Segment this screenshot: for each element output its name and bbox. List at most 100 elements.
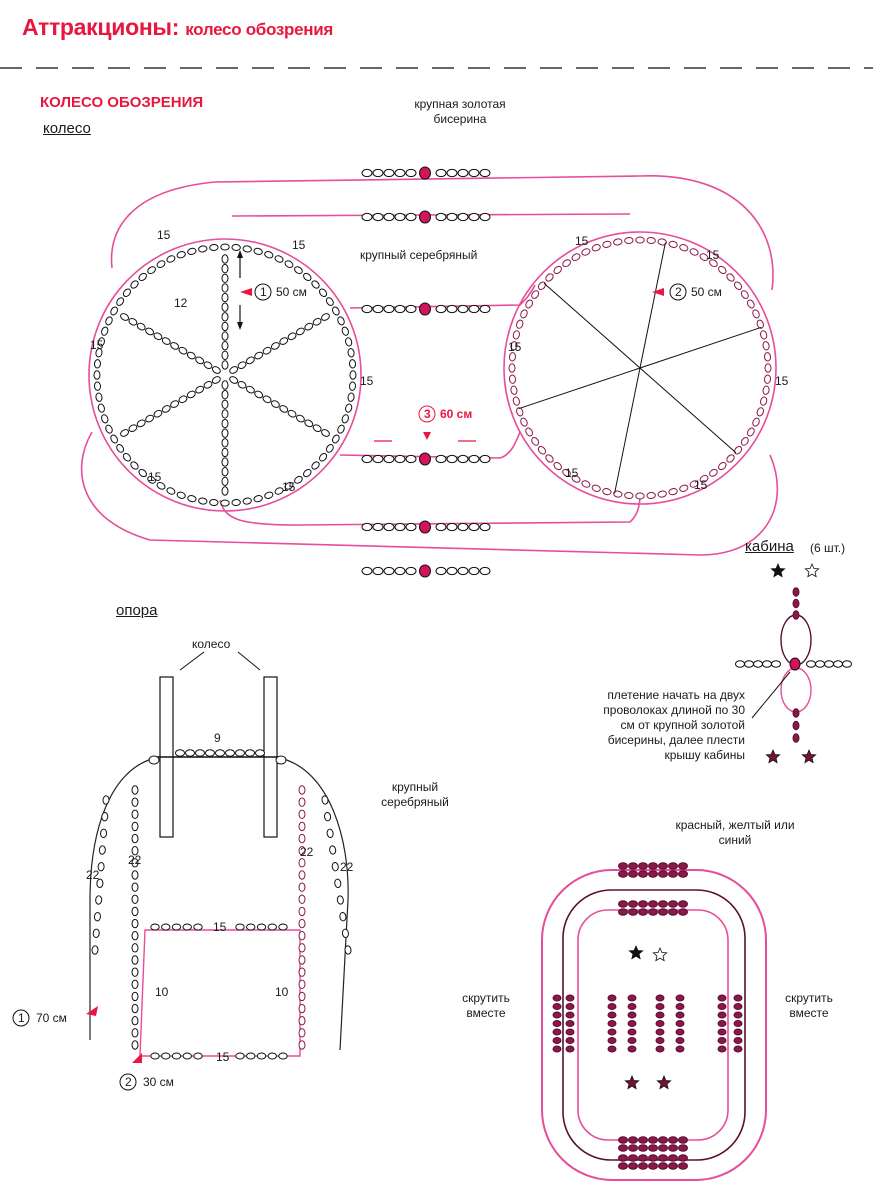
count-right-topright: 15 (706, 248, 720, 262)
support-leg-bead (298, 967, 306, 977)
support-step2-arrow (132, 1053, 142, 1063)
cabin-small-loop-bottom (780, 667, 812, 713)
left-wheel-rim-bead (345, 337, 353, 347)
left-wheel-spoke-bead (245, 356, 255, 365)
left-wheel-spoke-bead (229, 376, 239, 384)
row-4-bead (361, 454, 373, 464)
row-6-bead (383, 566, 395, 576)
right-wheel-rim-bead (718, 462, 727, 471)
left-wheel-rim-bead (274, 487, 284, 495)
silver-row-bead (479, 304, 491, 314)
support-leg-bead (131, 918, 139, 929)
support-cross-bead (150, 923, 160, 931)
left-wheel-spoke-bead (262, 346, 272, 355)
support-leg-bead (298, 894, 306, 904)
left-wheel-rim-bead (105, 424, 113, 434)
cabin-roof-bead (628, 870, 638, 878)
right-wheel-rim-bead (562, 468, 571, 477)
left-wheel-spoke-bead (287, 409, 297, 418)
cabin-wall-bead (655, 1003, 665, 1010)
gold-row-bead (394, 168, 406, 178)
left-wheel-spoke-bead (221, 486, 229, 496)
count-left-bottomright: 15 (282, 480, 296, 494)
count-right-bottomright: 15 (694, 478, 708, 492)
gold-row-bead (457, 168, 469, 178)
left-wheel-rim-bead (294, 266, 303, 275)
section-title: КОЛЕСО ОБОЗРЕНИЯ (40, 94, 204, 111)
left-wheel-rim-bead (347, 392, 355, 402)
left-wheel-rim-bead (345, 403, 353, 413)
left-wheel-spoke-bead (221, 447, 229, 458)
left-wheel-rim-bead (110, 306, 118, 316)
left-wheel-rim-bead (138, 272, 147, 281)
cabin-wall-bead (607, 1028, 617, 1036)
row-5-bead (479, 522, 491, 532)
support-outer-wire-right (279, 757, 349, 1051)
gold-row-bead (383, 168, 395, 178)
row-2-bead (394, 212, 406, 222)
silver-row-bead (361, 304, 373, 314)
gold-row-bead (468, 168, 480, 178)
cabin-roof-bead (678, 900, 688, 908)
left-wheel-rim-bead (166, 487, 176, 495)
right-wheel-wire (503, 231, 777, 505)
cabin-section (541, 562, 852, 1181)
cabin-frame-mid (562, 889, 746, 1161)
cabin-roof-bead (648, 908, 658, 916)
cabin-small-side-bead (806, 660, 816, 668)
support-leg-bead (298, 906, 306, 917)
right-wheel-rim-bead (740, 437, 749, 446)
row-5-bead (405, 522, 417, 532)
cabin-wall-bead (733, 1011, 743, 1019)
support-leg-bead (298, 931, 306, 941)
right-wheel-rim-bead (537, 446, 546, 455)
left-wheel-rim-bead (332, 306, 340, 316)
support-cross-bead (171, 923, 182, 931)
support-outer-bead (331, 861, 339, 872)
cabin-wall-bead (655, 1011, 665, 1019)
support-step1-arrow (86, 1006, 98, 1016)
step1-arrow (240, 288, 252, 296)
cabin-wall-bead (565, 1003, 575, 1010)
left-wheel-spoke-bead (178, 395, 188, 404)
support-outer-bead (324, 811, 332, 822)
left-wheel-spoke-bead (221, 360, 229, 370)
support-cross-bead (278, 923, 288, 931)
support-outer-bead (334, 878, 342, 889)
cabin-wall-bead (552, 994, 562, 1002)
left-wheel-spoke-bead (120, 313, 129, 321)
cabin-roof-bead (638, 900, 648, 908)
cabin-small-loop-top (780, 614, 812, 666)
count-right-left: 15 (508, 340, 522, 354)
right-wheel-rim-bead (613, 238, 623, 246)
left-wheel-spoke-bead (170, 342, 180, 350)
right-wheel-rim-bead (545, 273, 554, 282)
left-wheel-spoke-bead (136, 322, 146, 331)
gold-row-center-bead (419, 166, 431, 180)
support-silver-bead (275, 755, 287, 765)
cabin-wall-bead (607, 1011, 617, 1019)
left-wheel-rim-bead (319, 453, 328, 462)
support-leg-bead (131, 967, 139, 977)
right-wheel-rim-bead (668, 240, 678, 248)
row-5-bead (446, 522, 458, 532)
cabin-wall-bead (607, 1020, 617, 1027)
row-5-bead (361, 522, 373, 532)
cabin-wall-bead (675, 1011, 685, 1019)
gold-row-bead (446, 168, 458, 178)
cabin-roof-bead (678, 862, 688, 870)
cabin-wall-bead (552, 1028, 562, 1036)
gold-bead-label: крупная золотая бисерина (414, 97, 506, 126)
left-wheel-spoke-bead (153, 332, 163, 341)
silver-row-bead (446, 304, 458, 314)
support-outer-bead (341, 928, 349, 939)
gold-row-bead (435, 168, 447, 178)
wheel-heading: колесо (43, 120, 91, 137)
cabin-wall-bead (627, 1003, 637, 1010)
left-wheel-rim-bead (349, 370, 357, 380)
cabin-small-side-bead (735, 660, 745, 668)
left-wheel-spoke-bead (221, 331, 229, 341)
left-wheel-spoke-bead (287, 332, 297, 341)
right-wheel-rim-bead (689, 480, 699, 488)
